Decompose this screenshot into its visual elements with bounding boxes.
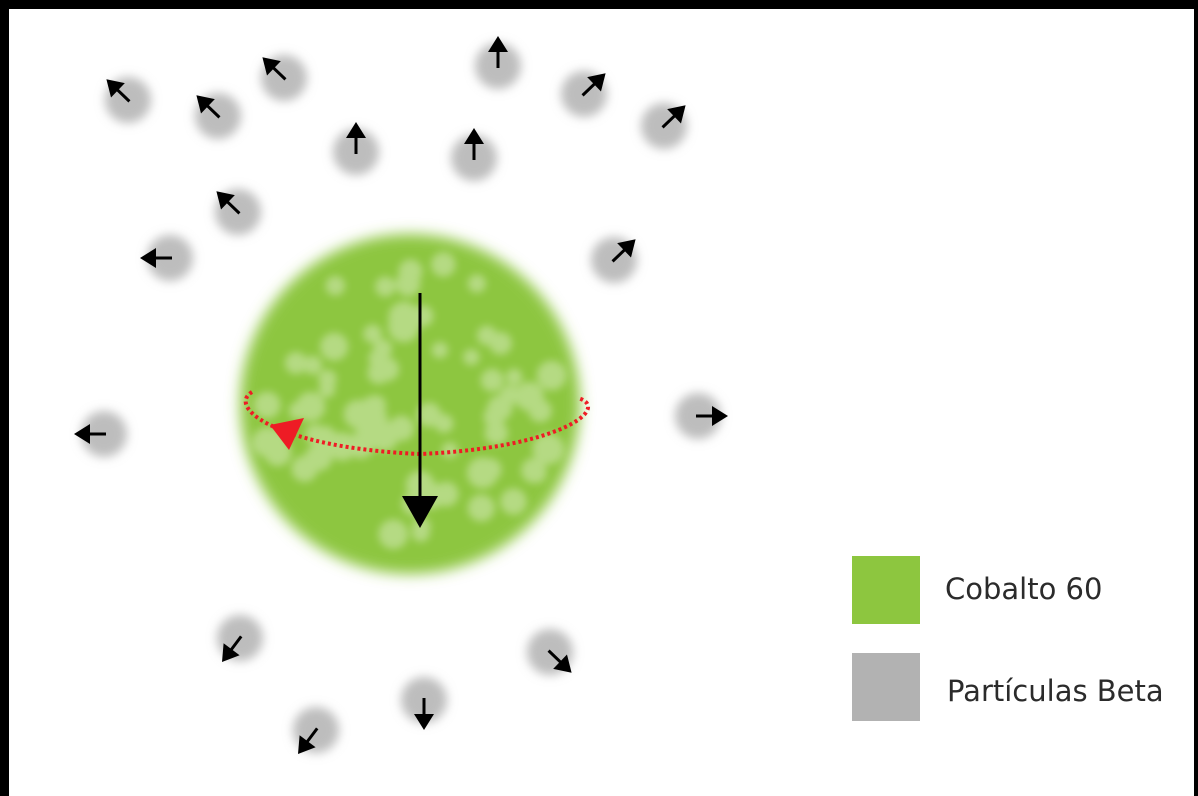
beta-particle bbox=[215, 189, 261, 235]
beta-particle-arrow-head bbox=[140, 248, 156, 268]
beta-particle bbox=[140, 235, 193, 281]
beta-particle bbox=[591, 237, 637, 283]
beta-particle bbox=[217, 615, 263, 662]
nuclear-spin-vector-arrow bbox=[402, 293, 438, 528]
beta-particle-arrow-head bbox=[488, 36, 508, 52]
legend-label-cobalt: Cobalto 60 bbox=[945, 572, 1103, 606]
beta-particle bbox=[641, 103, 687, 149]
beta-particle bbox=[261, 55, 307, 101]
beta-particle bbox=[333, 122, 379, 175]
beta-particle bbox=[74, 411, 127, 457]
legend-swatch-cobalt bbox=[852, 556, 920, 624]
beta-particle-arrow-head bbox=[106, 79, 125, 98]
beta-particle bbox=[561, 71, 607, 117]
beta-particle bbox=[451, 128, 497, 181]
beta-particle-arrow-head bbox=[553, 654, 572, 673]
cobalt-60-nucleus bbox=[240, 234, 580, 574]
beta-particle bbox=[293, 707, 339, 754]
beta-particle bbox=[527, 629, 573, 675]
beta-particle bbox=[105, 77, 151, 123]
beta-particle-arrow-head bbox=[617, 239, 636, 258]
beta-particle bbox=[475, 36, 521, 89]
legend-label-beta: Partículas Beta bbox=[947, 674, 1164, 708]
legend-swatch-beta bbox=[852, 653, 920, 721]
beta-particle-arrow-head bbox=[262, 57, 281, 76]
beta-particle-arrow-head bbox=[74, 424, 90, 444]
beta-particle-arrow-head bbox=[587, 73, 606, 92]
beta-particle-arrow-head bbox=[414, 714, 434, 730]
beta-particle bbox=[195, 93, 241, 139]
beta-particle-arrow-head bbox=[346, 122, 366, 138]
beta-particle-arrow-head bbox=[667, 105, 686, 124]
beta-particle-arrow-head bbox=[196, 95, 215, 114]
beta-particle-arrow-head bbox=[464, 128, 484, 144]
beta-particle-arrow-head bbox=[222, 643, 240, 662]
beta-particle-arrow-head bbox=[298, 735, 316, 754]
beta-particle-arrow-head bbox=[216, 191, 235, 210]
beta-particle bbox=[675, 393, 728, 439]
beta-particles bbox=[74, 36, 728, 754]
beta-particle bbox=[401, 677, 447, 730]
beta-particle-arrow-head bbox=[712, 406, 728, 426]
